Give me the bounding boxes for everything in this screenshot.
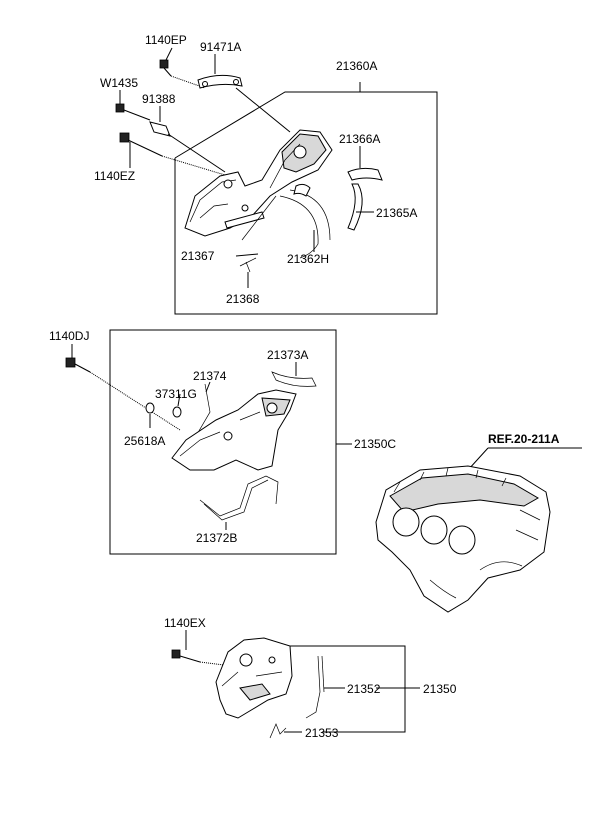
timing-cover-bottom-group: 1140EX 21352 21350 21353: [164, 616, 457, 740]
engine-block-drawing[interactable]: [375, 465, 551, 613]
label-21367: 21367: [181, 249, 215, 263]
label-37311g: 37311G: [155, 387, 197, 401]
label-21350: 21350: [423, 682, 457, 696]
label-1140dj: 1140DJ: [49, 329, 89, 343]
label-25618a: 25618A: [124, 434, 165, 448]
label-21366a: 21366A: [339, 132, 380, 146]
gasket-21373a[interactable]: [271, 362, 317, 387]
gasket-21372b[interactable]: [199, 475, 279, 530]
label-21350c: 21350C: [354, 437, 396, 451]
timing-cover-21350[interactable]: [215, 637, 293, 719]
label-21352: 21352: [347, 682, 381, 696]
bolt-1140dj[interactable]: [65, 344, 181, 431]
timing-belt-cover-upper-group: 1140EP 91471A W1435 91388 1140EZ 21360A …: [94, 33, 438, 315]
label-21362h: 21362H: [287, 252, 329, 266]
bolt-1140ez[interactable]: [119, 132, 226, 176]
label-21368: 21368: [226, 292, 260, 306]
bracket-91471a[interactable]: [197, 54, 291, 133]
label-1140ez: 1140EZ: [94, 169, 135, 183]
bolt-w1435[interactable]: [115, 90, 151, 121]
label-w1435: W1435: [100, 76, 138, 90]
label-21353: 21353: [305, 726, 339, 740]
timing-belt-cover-lower-group: 1140DJ 21373A 21374 37311G 25618A 21350C…: [49, 329, 396, 555]
spacer-91388[interactable]: [149, 106, 226, 173]
seal-21362h[interactable]: [279, 183, 331, 259]
label-ref-20-211a: REF.20-211A: [488, 432, 560, 446]
label-21365a: 21365A: [376, 206, 417, 220]
timing-cover-21350c[interactable]: [171, 389, 297, 471]
gasket-21366a[interactable]: [347, 146, 383, 181]
bolt-1140ex[interactable]: [171, 630, 233, 667]
label-21360a: 21360A: [336, 59, 377, 73]
timing-cover-21360a[interactable]: [184, 129, 333, 237]
engine-block-reference: REF.20-211A: [375, 432, 582, 613]
label-91471a: 91471A: [200, 40, 241, 54]
gasket-21353[interactable]: [269, 723, 302, 739]
label-1140ep: 1140EP: [145, 33, 187, 47]
label-1140ex: 1140EX: [164, 616, 206, 630]
label-21373a: 21373A: [267, 348, 308, 362]
label-91388: 91388: [142, 92, 176, 106]
o-ring-37311g[interactable]: [172, 393, 182, 418]
label-21372b: 21372B: [196, 531, 237, 545]
seal-21365a[interactable]: [347, 183, 374, 231]
seal-21352[interactable]: [305, 655, 345, 719]
bracket-21368[interactable]: [239, 257, 257, 288]
strip-21367[interactable]: [224, 195, 277, 257]
label-21374: 21374: [193, 369, 227, 383]
seal-25618a[interactable]: [145, 402, 155, 428]
